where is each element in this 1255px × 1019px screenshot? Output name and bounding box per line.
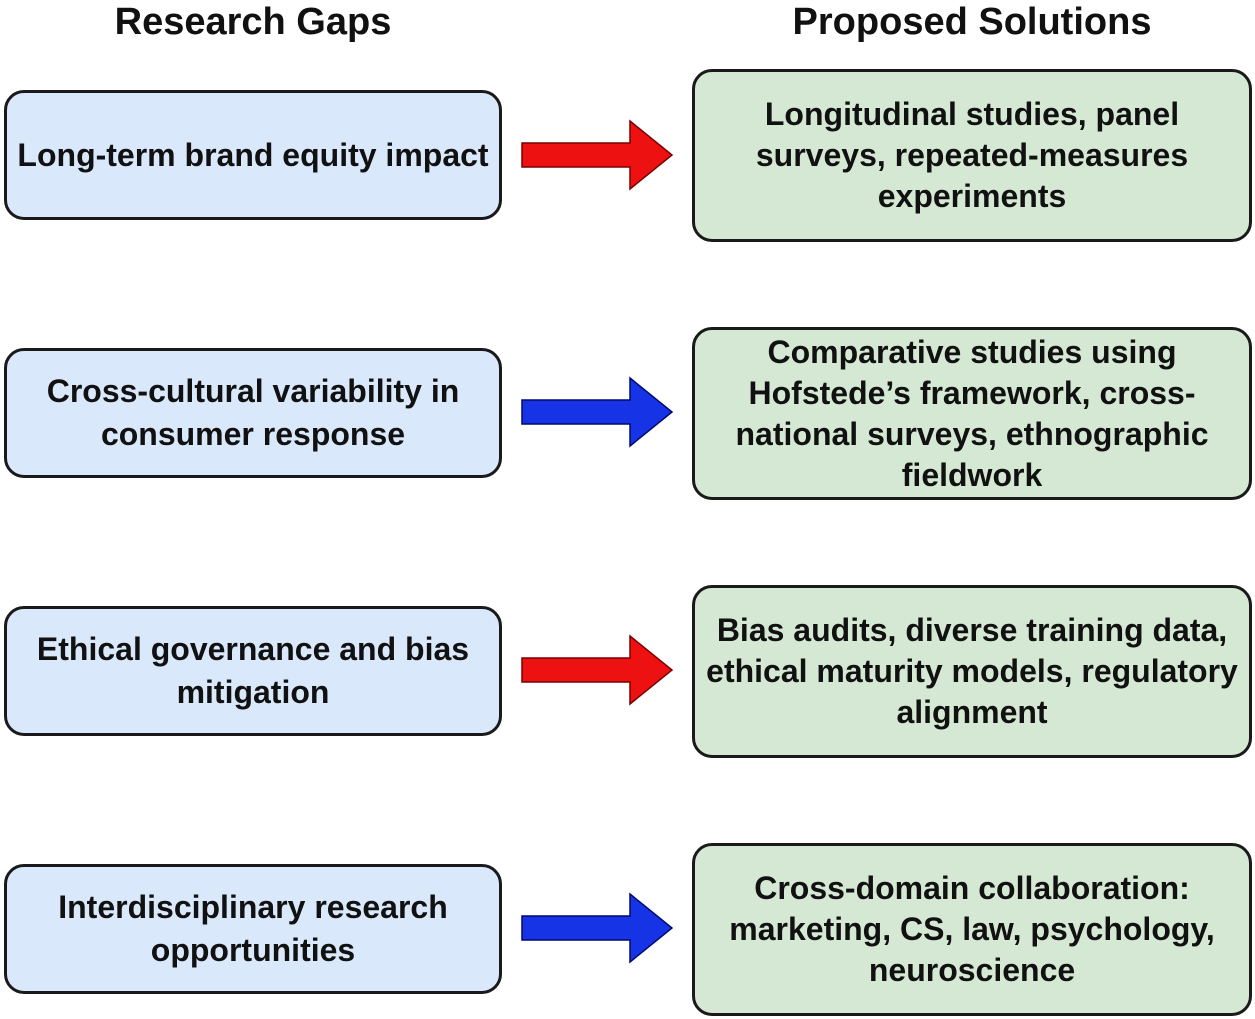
gap-box-long-term-brand-equity: Long-term brand equity impact (4, 90, 502, 220)
arrow-shape (521, 119, 674, 191)
solution-box-longitudinal-studies: Longitudinal studies, panel surveys, rep… (692, 69, 1252, 242)
gap-label: Ethical governance and bias mitigation (36, 631, 470, 710)
arrow-right-icon (521, 376, 674, 448)
arrow-right-icon (521, 119, 674, 191)
header-proposed-solutions: Proposed Solutions (792, 1, 1152, 43)
solution-box-comparative-studies: Comparative studies using Hofstede’s fra… (692, 327, 1252, 500)
solution-label: Longitudinal studies, panel surveys, rep… (755, 96, 1189, 214)
gap-label: Cross-cultural variability in consumer r… (46, 373, 460, 452)
header-research-gaps: Research Gaps (114, 1, 392, 43)
solution-label: Bias audits, diverse training data, ethi… (706, 612, 1238, 730)
gap-box-ethical-governance: Ethical governance and bias mitigation (4, 606, 502, 736)
gap-label: Long-term brand equity impact (17, 136, 489, 173)
arrow-shape (521, 892, 674, 964)
gap-box-cross-cultural-variability: Cross-cultural variability in consumer r… (4, 348, 502, 478)
solution-label: Cross-domain collaboration: marketing, C… (729, 870, 1215, 988)
arrow-shape (521, 634, 674, 706)
solution-label: Comparative studies using Hofstede’s fra… (735, 333, 1209, 493)
solution-box-cross-domain-collaboration: Cross-domain collaboration: marketing, C… (692, 843, 1252, 1016)
arrow-right-icon (521, 634, 674, 706)
gap-label: Interdisciplinary research opportunities (58, 889, 448, 968)
gap-box-interdisciplinary-research: Interdisciplinary research opportunities (4, 864, 502, 994)
solution-box-bias-audits: Bias audits, diverse training data, ethi… (692, 585, 1252, 758)
arrow-right-icon (521, 892, 674, 964)
arrow-shape (521, 376, 674, 448)
